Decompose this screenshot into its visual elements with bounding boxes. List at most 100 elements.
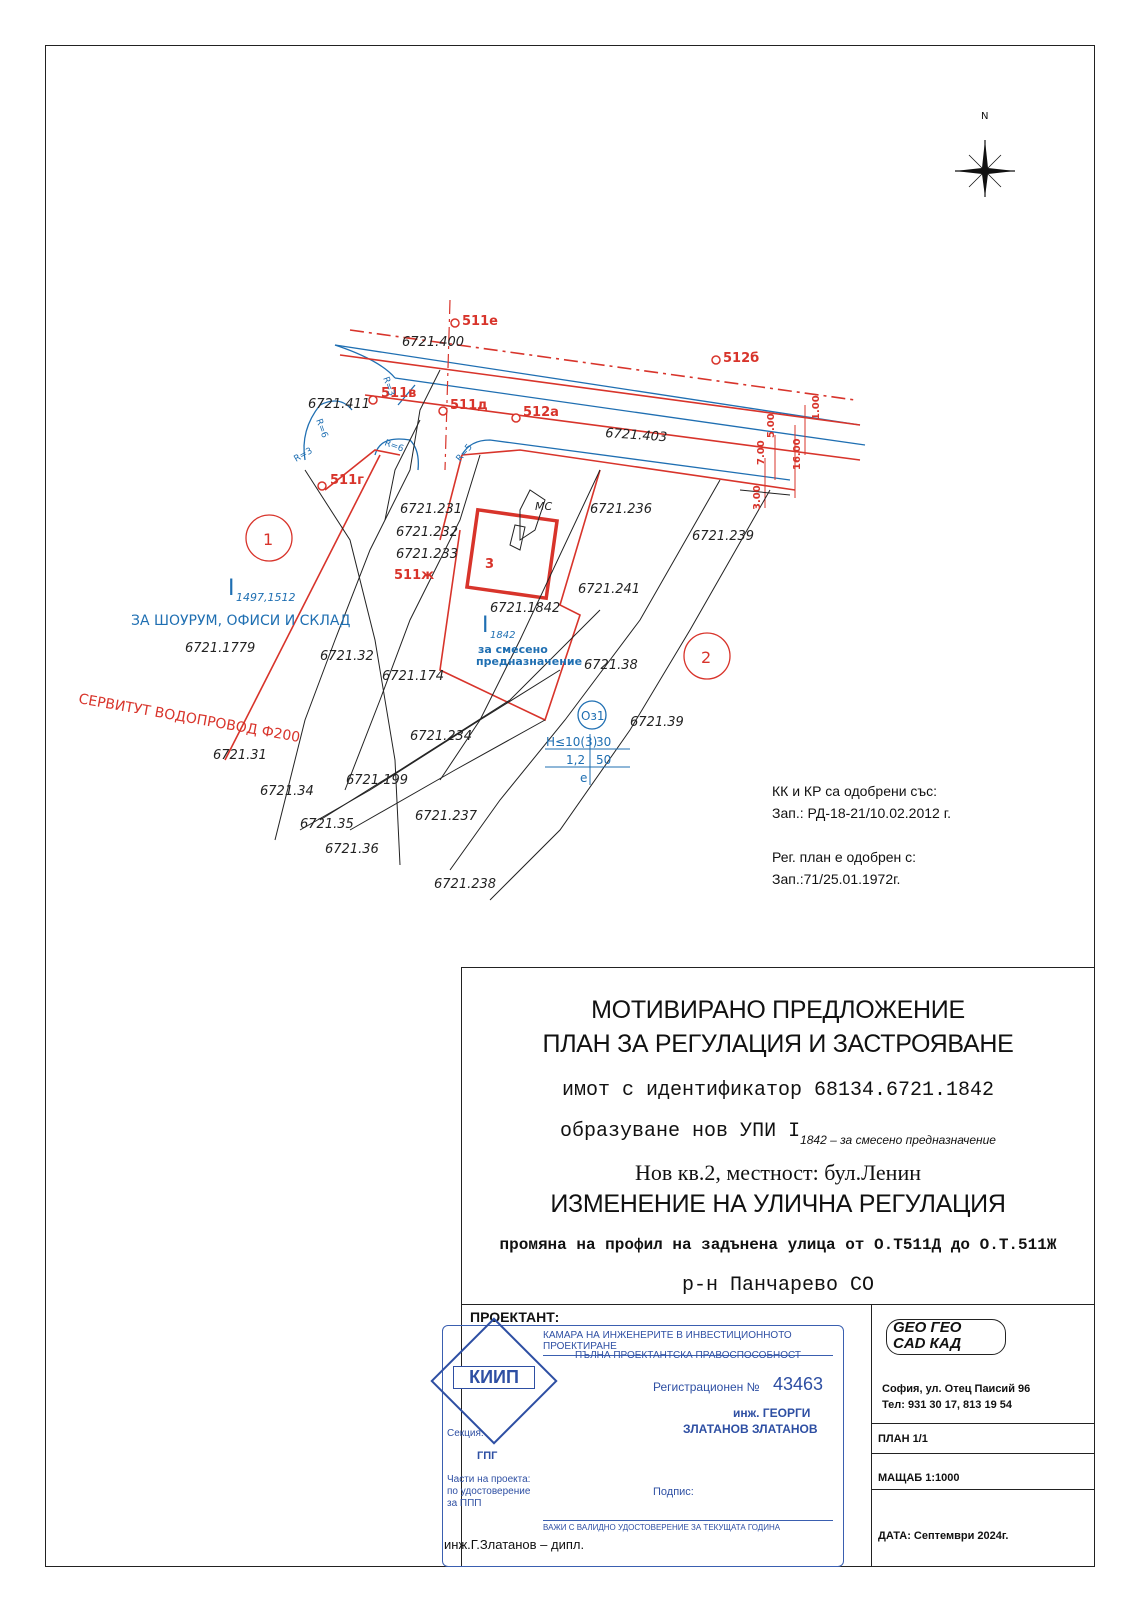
zone-label: Оз1 <box>581 709 604 723</box>
dimension-label: 3.00 <box>752 485 763 510</box>
upi-formation-text: образуване нов УПИ I <box>560 1120 801 1143</box>
stamp-parts-3: за ППП <box>447 1498 482 1509</box>
company-section: GEO ГЕО CAD КАД София, ул. Отец Паисий 9… <box>872 1304 1094 1566</box>
upi-1-number: I <box>228 576 235 601</box>
zone-kint: 1,2 <box>566 753 585 767</box>
dimension-label: 5.00 <box>766 413 777 438</box>
stamp-parts-1: Части на проекта: <box>447 1474 531 1485</box>
dimension-label: 16.00 <box>792 438 803 470</box>
zone-e: е <box>580 771 587 785</box>
stamp-engineer-2: ЗЛАТАНОВ ЗЛАТАНОВ <box>683 1422 818 1436</box>
plan-sheet: ПЛАН 1/1 <box>872 1423 1094 1453</box>
upi-formation-subscript: 1842 – за смесено предназначение <box>800 1133 996 1147</box>
parcel-label: 6721.239 <box>692 529 754 544</box>
district: р-н Панчарево СО <box>681 1274 875 1297</box>
parcel-label: 6721.1779 <box>185 641 255 656</box>
logo-cad: CAD <box>893 1335 926 1352</box>
quarter-1-label: 1 <box>263 530 273 549</box>
parcel-label: 6721.238 <box>434 877 496 892</box>
stamp-parts: Части на проекта: по удостоверение за ПП… <box>447 1474 530 1510</box>
title-block: МОТИВИРАНО ПРЕДЛОЖЕНИЕ ПЛАН ЗА РЕГУЛАЦИЯ… <box>430 967 1095 1567</box>
dimension-labels: 1.00 5.00 7.00 16.00 3.00 <box>752 395 822 510</box>
engineer-stamp: КАМАРА НА ИНЖЕНЕРИТЕ В ИНВЕСТИЦИОННОТО П… <box>430 1317 844 1567</box>
parcel-label: 6721.38 <box>584 658 638 673</box>
upi-1-purpose: ЗА ШОУРУМ, ОФИСИ И СКЛАД <box>131 613 350 629</box>
company-address: София, ул. Отец Паисий 96 <box>882 1383 1031 1395</box>
plan-date: ДАТА: Септември 2024г. <box>872 1489 1094 1567</box>
parcel-label: 6721.231 <box>400 502 462 517</box>
stamp-engineer-1: инж. ГЕОРГИ <box>733 1406 811 1420</box>
stamp-reg-number: 43463 <box>773 1374 824 1394</box>
approval-notes: КК и КР са одобрени със: Зап.: РД-18-21/… <box>772 780 951 912</box>
upi-2-number: I <box>482 613 489 638</box>
parcel-label: 6721.237 <box>415 809 478 824</box>
reg-note-line2: Зап.:71/25.01.1972г. <box>772 871 901 887</box>
designer-section: ПРОЕКТАНТ: КАМАРА НА ИНЖЕНЕРИТЕ В ИНВЕСТ… <box>430 1304 872 1567</box>
regulation-lines-red <box>224 299 861 761</box>
parcel-label: 6721.400 <box>402 335 464 350</box>
street-lines-blue <box>303 344 866 481</box>
radius-label: R=3 <box>293 446 315 464</box>
dimension-label: 7.00 <box>756 440 767 465</box>
kk-note-line2: Зап.: РД-18-21/10.02.2012 г. <box>772 805 951 821</box>
parcel-label: 6721.234 <box>410 729 472 744</box>
company-phone: Тел: 931 30 17, 813 19 54 <box>882 1399 1012 1411</box>
cadastral-lines <box>274 369 791 901</box>
parcel-label: 6721.233 <box>396 547 458 562</box>
parcel-label: 6721.403 <box>605 426 668 445</box>
stamp-signature-label: Подпис: <box>653 1486 694 1498</box>
point-label: 511г <box>330 473 364 488</box>
parcel-label: 6721.35 <box>300 817 354 832</box>
radius-label: R=5 <box>455 443 475 464</box>
point-label: 511ж <box>394 568 434 583</box>
parcel-label: 6721.34 <box>260 784 314 799</box>
north-arrow-icon: N <box>955 111 1015 197</box>
point-label: 511е <box>462 314 498 329</box>
parcel-label: 6721.174 <box>382 669 444 684</box>
designer-label: ПРОЕКТАНТ: <box>470 1309 560 1325</box>
property-identifier: имот с идентификатор 68134.6721.1842 <box>561 1079 995 1102</box>
point-label: 511в <box>381 386 416 401</box>
quarter-markers: 1 2 <box>245 514 731 680</box>
location: Нов кв.2, местност: бул.Ленин <box>635 1160 921 1185</box>
dimension-label: 1.00 <box>811 395 822 420</box>
stamp-section-label: Секция: <box>447 1428 484 1439</box>
title-heading-2: ПЛАН ЗА РЕГУЛАЦИЯ И ЗАСТРОЯВАНЕ <box>542 1030 1014 1058</box>
upi-1-subscript: 1497,1512 <box>236 591 296 604</box>
logo-cad-bg: КАД <box>929 1335 962 1352</box>
parcel-label: 6721.236 <box>590 502 652 517</box>
stamp-capacity: ПЪЛНА ПРОЕКТАНТСКА ПРАВОСПОСОБНОСТ <box>574 1350 802 1361</box>
street-change: промяна на профил на задънена улица от О… <box>499 1236 1057 1254</box>
parcel-label: 6721.232 <box>396 525 458 540</box>
stamp-logo: КИИП <box>453 1366 535 1389</box>
parcel-label: 6721.32 <box>320 649 374 664</box>
upi-formation: образуване нов УПИ I1842 – за смесено пр… <box>462 1120 1094 1147</box>
logo-geo-bg: ГЕО <box>930 1319 962 1336</box>
point-label: 512а <box>523 405 559 420</box>
stamp-validity: ВАЖИ С ВАЛИДНО УДОСТОВЕРЕНИЕ ЗА ТЕКУЩАТА… <box>543 1520 833 1532</box>
parcel-label: 6721.1842 <box>490 601 560 616</box>
parcel-label: 6721.36 <box>325 842 379 857</box>
stamp-chamber: КАМАРА НА ИНЖЕНЕРИТЕ В ИНВЕСТИЦИОННОТО П… <box>543 1330 833 1356</box>
zone-green: 50 <box>596 753 611 767</box>
parcel-label: 6721.411 <box>308 397 370 412</box>
signatory: инж.Г.Златанов – дипл. <box>444 1537 585 1552</box>
radius-label: R=6 <box>313 418 329 440</box>
north-label: N <box>981 111 988 122</box>
logo-geo: GEO <box>893 1319 927 1336</box>
point-label: 512б <box>723 351 759 366</box>
zone-table: Оз1 H≤10(3) 30 1,2 50 е <box>545 700 630 785</box>
survey-point-labels: 511е 512б 511в 511д 512а 511г 511ж <box>330 314 759 583</box>
parcel-label: 6721.199 <box>346 773 408 788</box>
parcel-label: 6721.39 <box>630 715 684 730</box>
stamp-parts-2: по удостоверение <box>447 1486 531 1497</box>
block-number: 3 <box>485 557 494 572</box>
zone-density: 30 <box>596 735 611 749</box>
upi-1-label: I 1497,1512 ЗА ШОУРУМ, ОФИСИ И СКЛАД <box>131 576 350 629</box>
upi-2-purpose-1: за смесено <box>478 643 548 656</box>
parcel-label: 6721.31 <box>213 748 267 763</box>
title-heading-1: МОТИВИРАНО ПРЕДЛОЖЕНИЕ <box>591 996 965 1024</box>
stamp-section: ГПГ <box>477 1450 498 1462</box>
zone-height: H≤10(3) <box>546 735 597 749</box>
quarter-2-label: 2 <box>701 648 711 667</box>
